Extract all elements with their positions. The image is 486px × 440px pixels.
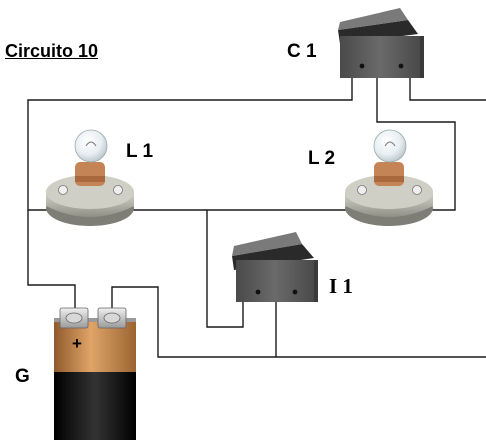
wire-left-rail-to-battery (27, 210, 76, 315)
lamp-l2 (345, 129, 433, 226)
wire-battery-to-right (111, 286, 486, 358)
label-g: G (15, 366, 30, 387)
label-i1: I 1 (329, 274, 353, 298)
wiring (27, 78, 486, 358)
wire-c1-right-exit (409, 78, 486, 101)
label-c1: C 1 (287, 41, 317, 62)
wire-c1-left-to-l1 (27, 78, 353, 211)
switch-c1 (338, 8, 424, 78)
label-l1: L 1 (126, 141, 154, 162)
wire-c1-mid-to-l2 (376, 78, 456, 211)
circuit-title: Circuito 10 (5, 41, 99, 61)
battery-plus-sign: + (72, 334, 82, 353)
wire-junction-to-i1 (206, 210, 244, 328)
lamp-l1 (46, 129, 134, 226)
battery-g (54, 307, 136, 440)
label-l2: L 2 (308, 148, 336, 169)
switch-i1 (232, 232, 318, 302)
